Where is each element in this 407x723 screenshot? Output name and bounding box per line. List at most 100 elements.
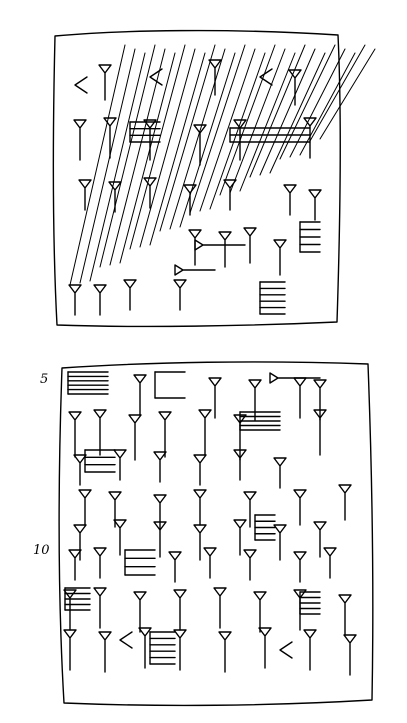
wedge-vertical [323, 547, 337, 579]
wedge-vertical [258, 627, 272, 669]
wedge-vertical [93, 587, 107, 629]
wedge-vertical [218, 631, 232, 673]
hatch-stroke [309, 44, 366, 142]
wedge-vertical [208, 377, 222, 419]
hatch-stroke [269, 52, 326, 174]
wedge-vertical [308, 189, 322, 221]
hatch-stroke [79, 48, 136, 284]
hatch-stroke [69, 44, 126, 286]
line-number-5: 5 [40, 372, 49, 387]
tablet-lower [58, 361, 374, 707]
wedge-vertical [68, 549, 82, 581]
wedge-vertical [113, 519, 127, 556]
wedge-vertical [153, 451, 167, 483]
wedge-vertical [338, 594, 352, 636]
wedge-vertical [248, 379, 262, 421]
wedge-vertical [168, 551, 182, 583]
wedge-vertical [93, 547, 107, 579]
wedge-vertical [303, 117, 317, 159]
wedge-vertical [93, 284, 107, 316]
wedge-vertical [313, 379, 327, 421]
hatch-stroke [89, 52, 146, 282]
hatch-stroke [249, 44, 306, 178]
wedge-vertical [243, 549, 257, 581]
wedge-vertical [158, 411, 172, 458]
wedge-corner [279, 641, 293, 659]
wedge-vertical [288, 69, 302, 106]
hatch-stroke [139, 48, 196, 248]
wedge-vertical [153, 494, 167, 531]
hatch-stroke [289, 48, 346, 158]
wedge-vertical [293, 489, 307, 526]
wedge-vertical [98, 64, 112, 101]
wedge-vertical [273, 524, 287, 561]
hatch-stroke [159, 44, 216, 232]
hatch-stroke [199, 48, 256, 212]
wedge-vertical [338, 484, 352, 521]
hatch-stroke [189, 44, 246, 214]
hatch-stroke [299, 52, 356, 156]
wedge-vertical [243, 491, 257, 528]
wedge-corner [119, 631, 133, 649]
hatch-stroke [239, 52, 296, 192]
wedge-vertical [273, 239, 287, 276]
hatch-stroke [319, 48, 376, 140]
wedge-vertical [123, 279, 137, 311]
wedge-vertical [223, 179, 237, 211]
wedge-vertical [313, 521, 327, 558]
wedge-vertical [68, 411, 82, 458]
tablet-upper-outline [52, 29, 341, 328]
wedge-vertical [233, 519, 247, 556]
wedge-vertical [198, 409, 212, 456]
hatch-stroke [209, 52, 266, 210]
wedge-vertical [108, 491, 122, 528]
hatch-stroke [99, 44, 156, 268]
wedge-vertical [173, 629, 187, 671]
hatch-stroke [119, 52, 176, 264]
wedge-vertical [208, 59, 222, 96]
hatch-stroke [149, 52, 206, 246]
wedge-vertical [343, 634, 357, 676]
wedge-vertical [143, 119, 157, 161]
wedge-vertical [153, 521, 167, 558]
wedge-vertical [233, 119, 247, 161]
wedge-corner [259, 68, 273, 86]
wedge-vertical [133, 374, 147, 416]
wedge-vertical [273, 457, 287, 489]
wedge-vertical [73, 119, 87, 161]
signs-upper [68, 59, 322, 316]
wedge-vertical [143, 177, 157, 209]
wedge-vertical [203, 547, 217, 579]
wedge-vertical [303, 629, 317, 671]
wedge-corner [74, 76, 88, 94]
wedge-vertical [283, 184, 297, 216]
hatch-stroke [169, 48, 226, 230]
hatch-stroke [129, 44, 186, 250]
hatch-stroke [109, 48, 166, 266]
tablet-lower-outline [58, 361, 374, 707]
wedge-vertical [293, 377, 307, 419]
hatch-stroke [219, 44, 276, 196]
hatch-stroke [259, 48, 316, 176]
wedge-vertical [113, 449, 127, 481]
wedge-vertical [173, 589, 187, 631]
wedge-vertical [108, 181, 122, 213]
wedge-vertical [138, 627, 152, 669]
hatch-stroke [229, 48, 286, 194]
wedge-vertical [193, 489, 207, 526]
wedge-vertical [293, 551, 307, 583]
tablet-upper [52, 29, 376, 328]
wedge-vertical [73, 524, 87, 561]
wedge-vertical [193, 454, 207, 486]
hatch-stroke [279, 44, 336, 160]
wedge-horizontal [269, 372, 321, 384]
hatch-stroke [179, 52, 236, 228]
signs-lower [63, 371, 357, 676]
wedge-vertical [193, 524, 207, 561]
wedge-vertical [233, 449, 247, 481]
wedge-vertical [218, 231, 232, 268]
wedge-vertical [173, 279, 187, 311]
hatching-upper [69, 44, 376, 286]
wedge-vertical [183, 184, 197, 216]
